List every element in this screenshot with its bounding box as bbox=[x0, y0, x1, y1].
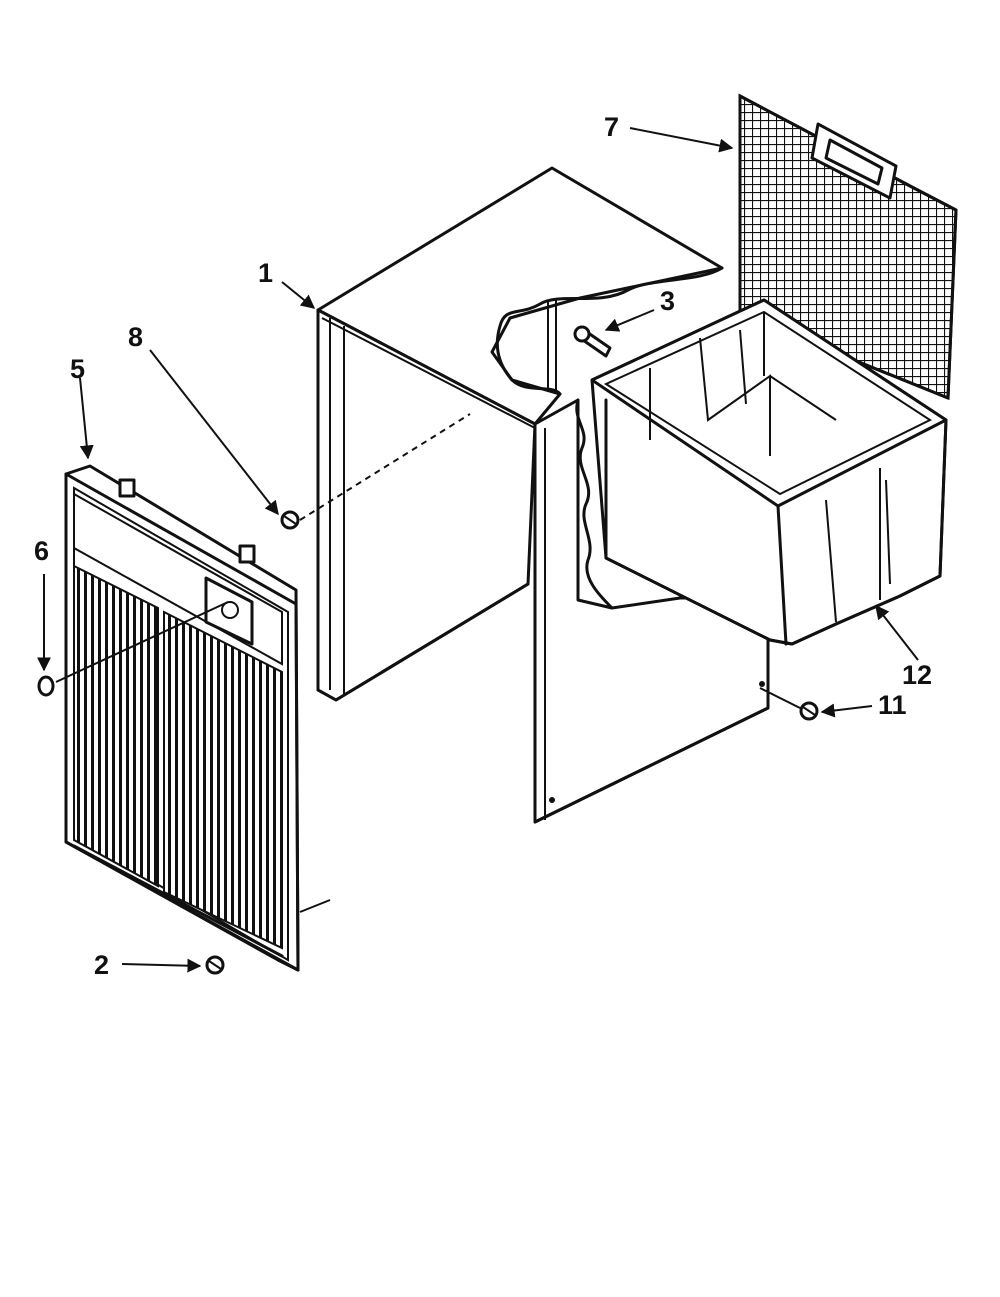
cabinet-part bbox=[299, 166, 770, 824]
leader-lines bbox=[37, 127, 919, 973]
screw-8 bbox=[280, 510, 300, 530]
water-bucket-part bbox=[590, 298, 948, 646]
plug-6 bbox=[37, 675, 55, 697]
callout-1: 1 bbox=[258, 258, 273, 288]
callout-12: 12 bbox=[902, 660, 932, 690]
callout-6: 6 bbox=[34, 536, 49, 566]
screw-2 bbox=[205, 955, 225, 975]
screw-11 bbox=[799, 701, 819, 721]
screw-3 bbox=[573, 325, 612, 358]
callout-7: 7 bbox=[604, 112, 619, 142]
front-panel-part bbox=[64, 464, 300, 972]
callout-2: 2 bbox=[94, 950, 109, 980]
callout-3: 3 bbox=[660, 286, 675, 316]
callout-11: 11 bbox=[878, 690, 907, 720]
callout-labels: 1 2 3 5 6 7 8 11 12 bbox=[34, 112, 932, 980]
callout-8: 8 bbox=[128, 322, 143, 352]
callout-5: 5 bbox=[70, 354, 85, 384]
